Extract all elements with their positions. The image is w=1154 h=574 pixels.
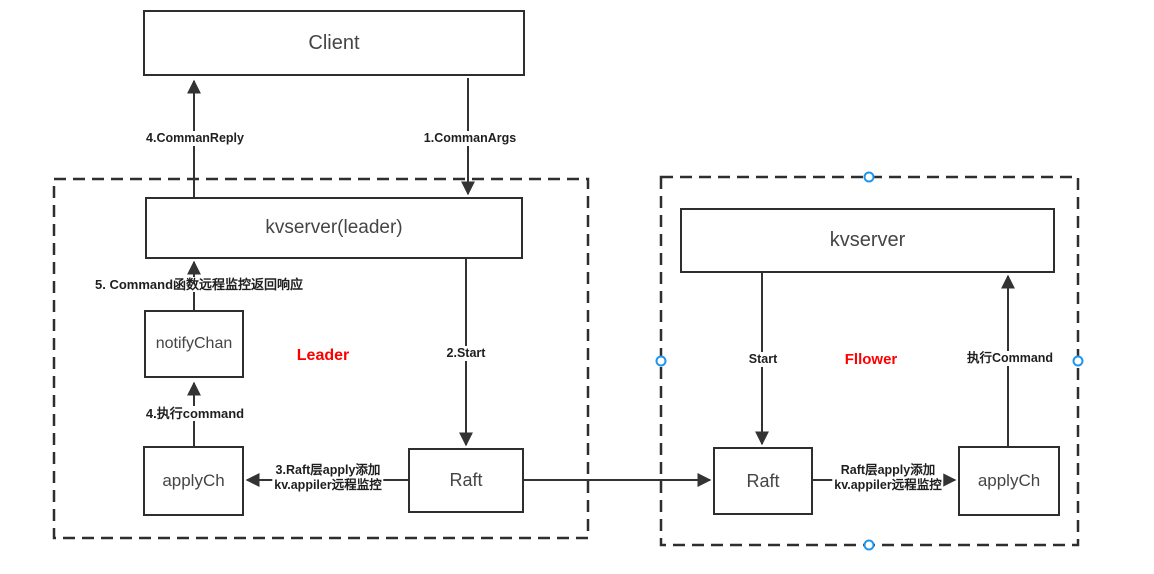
node-applych-leader[interactable]: applyCh <box>143 446 244 516</box>
node-notify-chan-label: notifyChan <box>155 335 233 352</box>
label-start-follower: Start <box>746 352 780 367</box>
leader-group-border[interactable] <box>52 177 590 540</box>
label-raft-apply-follower-line1: Raft层apply添加 <box>840 463 936 477</box>
node-applych-follower-label: applyCh <box>977 471 1041 490</box>
node-raft-leader[interactable]: Raft <box>408 448 524 513</box>
label-comman-args: 1.CommanArgs <box>421 131 519 146</box>
node-kvserver-follower[interactable]: kvserver <box>680 208 1055 273</box>
selection-handle-right[interactable] <box>1072 355 1084 367</box>
label-comman-reply: 4.CommanReply <box>144 131 246 146</box>
label-raft-apply-follower: Raft层apply添加 kv.appiler远程监控 <box>832 463 944 493</box>
node-raft-follower-label: Raft <box>746 470 780 491</box>
label-exec-command-follower: 执行Command <box>964 351 1056 366</box>
label-command-response: 5. Command函数远程监控返回响应 <box>92 277 306 292</box>
label-start-leader: 2.Start <box>444 346 488 361</box>
node-applych-follower[interactable]: applyCh <box>958 446 1060 516</box>
node-kvserver-leader-label: kvserver(leader) <box>265 217 403 238</box>
node-client-label: Client <box>308 31 360 54</box>
label-role-leader: Leader <box>296 347 350 365</box>
label-role-follower: Fllower <box>844 351 898 368</box>
label-raft-apply-leader-line1: 3.Raft层apply添加 <box>275 463 381 477</box>
selection-handle-top[interactable] <box>863 171 875 183</box>
label-raft-apply-leader: 3.Raft层apply添加 kv.appiler远程监控 <box>272 463 384 493</box>
node-raft-leader-label: Raft <box>449 470 483 490</box>
label-raft-apply-leader-line2: kv.appiler远程监控 <box>274 478 382 492</box>
node-kvserver-follower-label: kvserver <box>829 229 906 251</box>
selection-handle-bottom[interactable] <box>863 539 875 551</box>
node-raft-follower[interactable]: Raft <box>713 447 813 515</box>
node-kvserver-leader[interactable]: kvserver(leader) <box>145 197 523 259</box>
node-notify-chan[interactable]: notifyChan <box>144 310 244 378</box>
node-client[interactable]: Client <box>143 10 525 76</box>
selection-handle-left[interactable] <box>655 355 667 367</box>
label-exec-command-leader: 4.执行command <box>143 406 247 421</box>
label-raft-apply-follower-line2: kv.appiler远程监控 <box>834 478 942 492</box>
node-applych-leader-label: applyCh <box>162 471 225 490</box>
